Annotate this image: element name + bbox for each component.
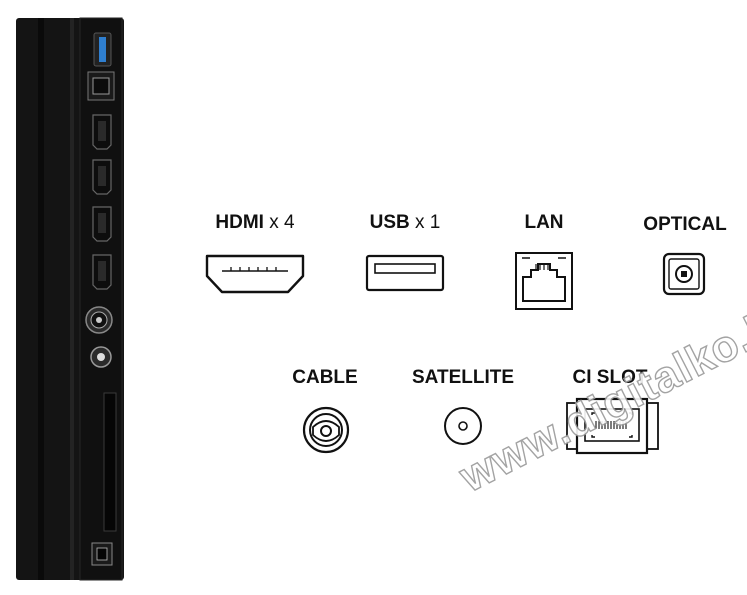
tv-lan-port (87, 71, 115, 101)
tv-cable-port (85, 306, 113, 334)
tv-satellite-port (90, 346, 112, 368)
tv-panel-frame (38, 18, 44, 580)
hdmi-label-multiplier: x 4 (269, 212, 295, 233)
lan-port-icon (515, 252, 573, 310)
ci-slot-icon (566, 397, 659, 455)
lan-label: LAN (524, 212, 564, 233)
satellite-label: SATELLITE (411, 367, 515, 388)
tv-hdmi-port (92, 114, 112, 150)
usb-label-multiplier: x 1 (415, 212, 441, 233)
tv-optical-port (91, 542, 113, 566)
tv-hdmi-port (92, 254, 112, 290)
tv-panel-frame (70, 18, 74, 580)
ci-slot-label: CI SLOT (572, 367, 648, 388)
optical-port-icon (662, 252, 706, 296)
cable-coax-port-icon (302, 406, 350, 454)
tv-hdmi-port (92, 206, 112, 242)
tv-usb-port (93, 32, 112, 67)
cable-label: CABLE (292, 367, 358, 388)
optical-label: OPTICAL (643, 214, 727, 235)
usb-port-icon (365, 254, 445, 292)
hdmi-label-name: HDMI (215, 212, 264, 233)
tv-hdmi-port (92, 159, 112, 195)
usb-label-name: USB (369, 212, 410, 233)
hdmi-port-icon (205, 254, 305, 294)
satellite-port-icon (444, 407, 482, 445)
usb-label: USB x 1 (370, 212, 441, 234)
tv-ci-slot (103, 392, 117, 532)
hdmi-label: HDMI x 4 (215, 212, 294, 234)
